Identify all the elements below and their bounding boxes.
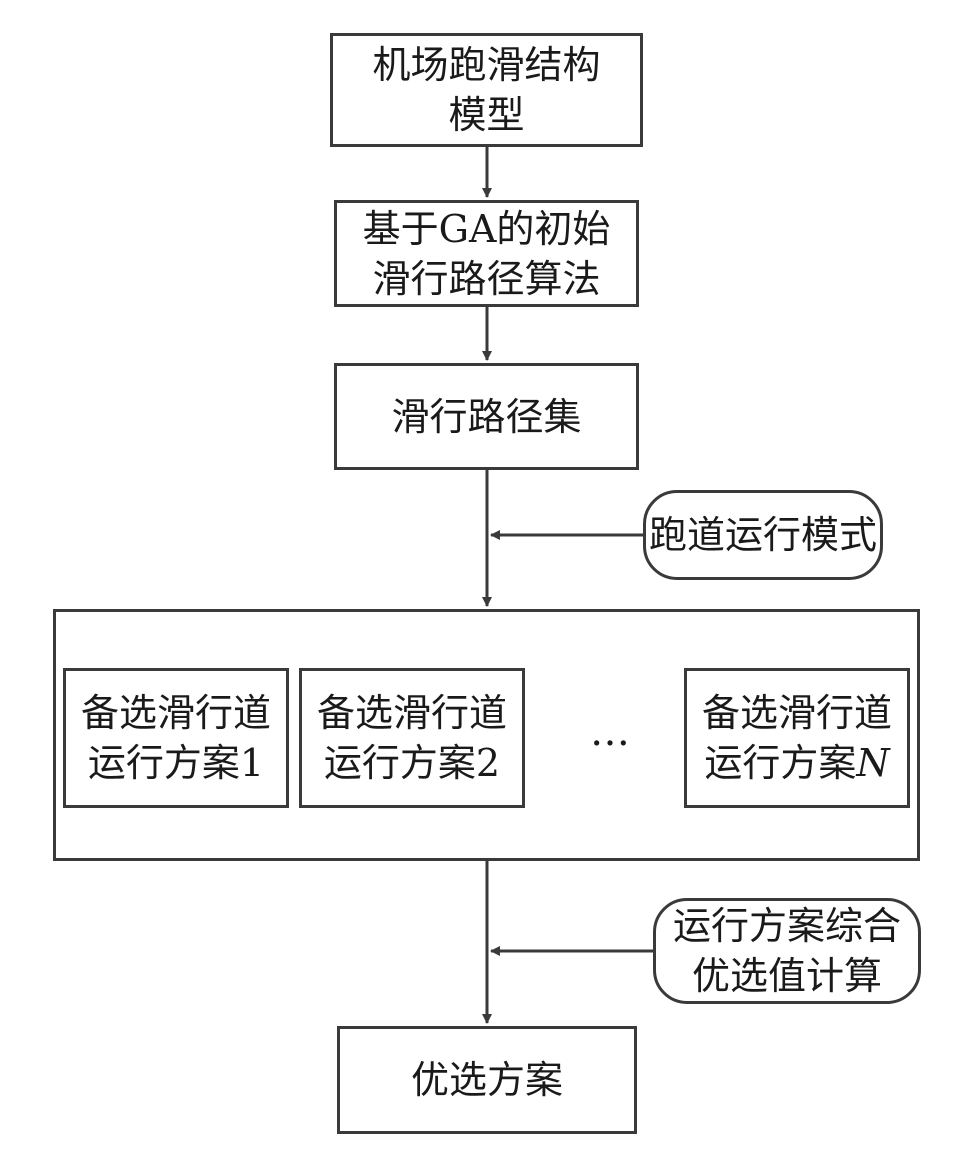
runway-mode-box: 跑道运行模式: [643, 490, 883, 580]
ga-algorithm-box: 基于GA的初始 滑行路径算法: [334, 200, 639, 307]
ga-algorithm-line1: 基于GA的初始: [362, 206, 611, 251]
scheme-box-1: 备选滑行道 运行方案1: [63, 668, 289, 808]
scheme-box-2: 备选滑行道 运行方案2: [299, 668, 525, 808]
scheme-2-line1: 备选滑行道: [316, 691, 507, 735]
optimal-scheme-label: 优选方案: [410, 1058, 563, 1102]
scheme-1-prefix: 运行方案: [87, 741, 240, 785]
path-set-box: 滑行路径集: [334, 363, 639, 470]
scheme-n-index: N: [856, 741, 890, 785]
airport-model-box: 机场跑滑结构 模型: [330, 33, 643, 147]
scheme-1-line2: 运行方案1: [88, 738, 264, 788]
scheme-2-index: 2: [475, 741, 501, 785]
optimal-value-calc-line2: 优选值计算: [691, 954, 882, 998]
scheme-2-line2: 运行方案2: [324, 738, 500, 788]
scheme-n-line1: 备选滑行道: [701, 691, 892, 735]
airport-model-line2: 模型: [448, 93, 525, 137]
optimal-value-calc-box: 运行方案综合 优选值计算: [653, 898, 921, 1004]
scheme-box-n: 备选滑行道 运行方案N: [684, 668, 910, 808]
path-set-label: 滑行路径集: [391, 394, 582, 439]
scheme-2-prefix: 运行方案: [323, 741, 476, 785]
airport-model-line1: 机场跑滑结构: [372, 43, 601, 87]
scheme-ellipsis: …: [590, 709, 630, 755]
scheme-1-index: 1: [239, 741, 265, 785]
optimal-value-calc-line1: 运行方案综合: [672, 904, 901, 948]
scheme-n-prefix: 运行方案: [704, 741, 857, 785]
scheme-1-line1: 备选滑行道: [80, 691, 271, 735]
optimal-scheme-box: 优选方案: [337, 1026, 637, 1134]
ga-algorithm-line2: 滑行路径算法: [372, 256, 601, 301]
runway-mode-label: 跑道运行模式: [648, 513, 877, 557]
scheme-n-line2: 运行方案N: [704, 738, 889, 788]
